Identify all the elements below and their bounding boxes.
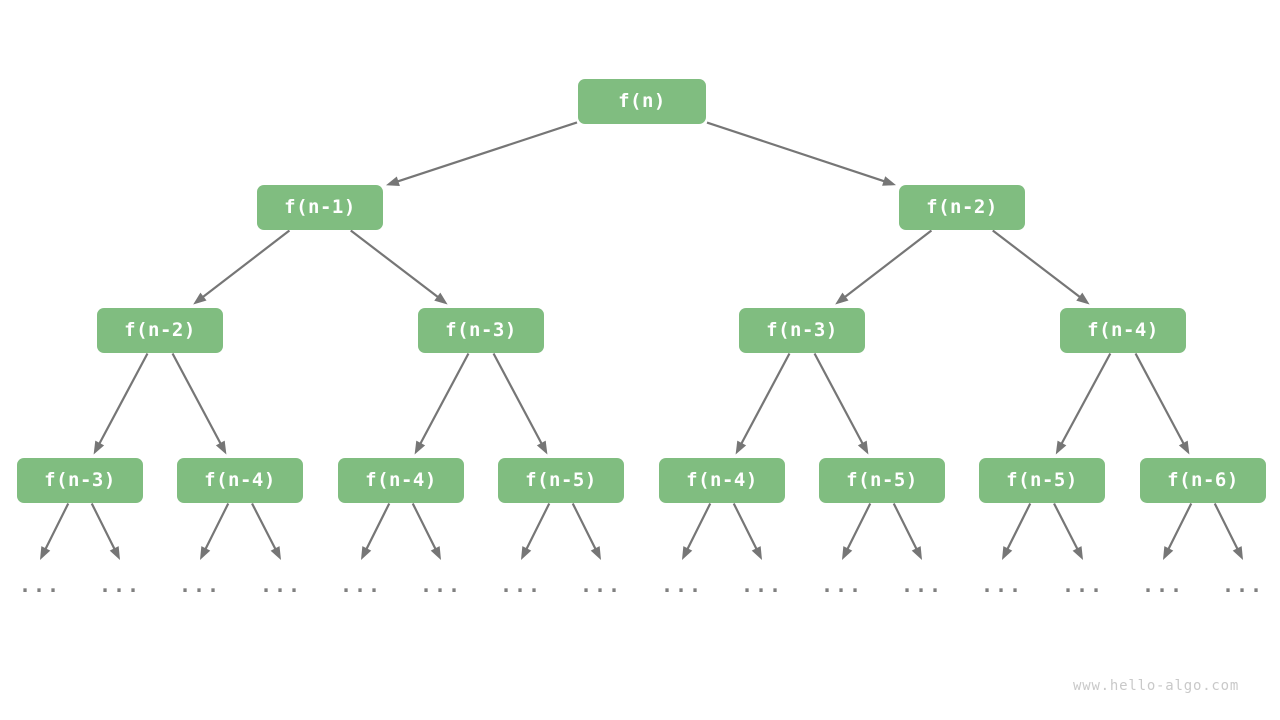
tree-node: f(n-2) [899, 184, 1025, 230]
tree-node: f(n-3) [418, 307, 544, 353]
ellipsis-marker: ... [98, 573, 142, 597]
tree-edge [992, 229, 1090, 305]
tree-node: f(n-2) [97, 307, 223, 353]
tree-edge [813, 352, 869, 455]
tree-edge [414, 352, 470, 455]
ellipsis-marker: ... [980, 573, 1024, 597]
tree-edge [1134, 352, 1190, 455]
tree-edge-leaf [361, 503, 391, 560]
tree-edge-leaf [571, 503, 601, 560]
tree-edge-leaf [411, 503, 441, 560]
tree-node: f(n-4) [338, 457, 464, 503]
ellipsis-marker: ... [419, 573, 463, 597]
tree-node: f(n) [578, 78, 706, 124]
tree-node: f(n-3) [739, 307, 865, 353]
ellipsis-marker: ... [1141, 573, 1185, 597]
tree-node: f(n-6) [1140, 457, 1266, 503]
tree-edge [1055, 352, 1112, 455]
tree-node: f(n-5) [819, 457, 945, 503]
tree-edge-leaf [251, 502, 281, 560]
tree-edge [706, 121, 896, 186]
ellipsis-marker: ... [900, 573, 944, 597]
ellipsis-marker: ... [740, 573, 784, 597]
tree-edge [171, 352, 227, 455]
tree-edge-leaf [892, 503, 922, 560]
ellipsis-marker: ... [1061, 573, 1105, 597]
tree-edge-leaf [40, 503, 70, 560]
ellipsis-marker: ... [820, 573, 864, 597]
ellipsis-marker: ... [1221, 573, 1265, 597]
ellipsis-marker: ... [660, 573, 704, 597]
tree-edge-leaf [1213, 503, 1243, 560]
tree-edge [492, 352, 548, 455]
tree-node: f(n-5) [979, 457, 1105, 503]
tree-edge [386, 121, 578, 186]
watermark-label: www.hello-algo.com [1073, 678, 1240, 694]
tree-edge-leaf [842, 503, 872, 560]
tree-edge-leaf [682, 503, 712, 560]
tree-edge-leaf [1053, 502, 1083, 560]
tree-edge-leaf [1002, 503, 1032, 560]
tree-edge-leaf [521, 503, 551, 560]
tree-edge [193, 229, 291, 305]
tree-node: f(n-3) [17, 457, 143, 503]
tree-node: f(n-4) [1060, 307, 1186, 353]
tree-edge [350, 229, 448, 305]
ellipsis-marker: ... [579, 573, 623, 597]
ellipsis-marker: ... [499, 573, 543, 597]
tree-node: f(n-1) [257, 184, 383, 230]
tree-node: f(n-4) [177, 457, 303, 503]
tree-edge [735, 352, 791, 455]
ellipsis-marker: ... [259, 573, 303, 597]
tree-edge [835, 229, 933, 305]
tree-edge-leaf [732, 503, 762, 560]
tree-edge-leaf [1163, 503, 1193, 560]
tree-edge [93, 352, 149, 455]
ellipsis-marker: ... [18, 573, 62, 597]
tree-edge-leaf [200, 503, 230, 560]
tree-node: f(n-4) [659, 457, 785, 503]
tree-node: f(n-5) [498, 457, 624, 503]
ellipsis-marker: ... [339, 573, 383, 597]
tree-edge-leaf [90, 503, 120, 560]
ellipsis-marker: ... [178, 573, 222, 597]
